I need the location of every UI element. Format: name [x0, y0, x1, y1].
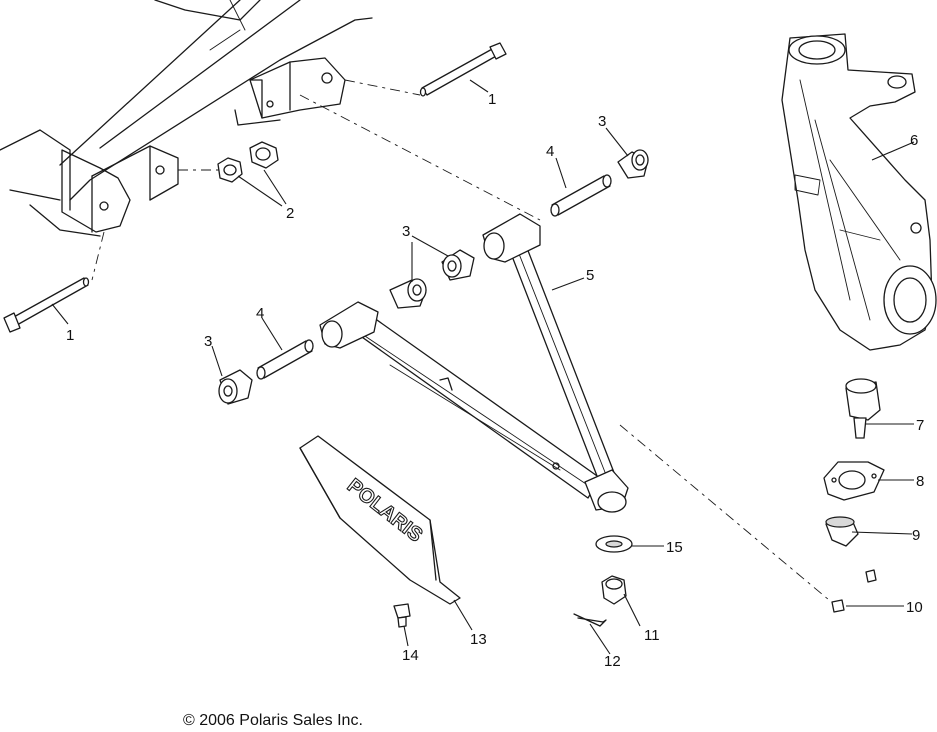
callout-9: 9: [912, 527, 920, 544]
callout-13: 13: [470, 631, 487, 648]
steering-knuckle: [781, 33, 937, 351]
callout-6: 6: [910, 132, 918, 149]
callout-5: 5: [586, 267, 594, 284]
flange-nuts: [217, 141, 279, 183]
bushing-lower-left: [218, 369, 253, 405]
castle-nut: [601, 575, 627, 605]
callout-7: 7: [916, 417, 924, 434]
callout-15: 15: [666, 539, 683, 556]
cotter-pin: [573, 613, 607, 627]
bushing-mid-left: [389, 278, 427, 309]
pivot-bolt-upper: [419, 42, 507, 97]
callout-11: 11: [644, 627, 660, 644]
leader-lines: [51, 79, 915, 655]
screws: [831, 569, 877, 613]
frame-section: [0, 0, 373, 237]
callout-12: 12: [604, 653, 621, 670]
callout-3-mid: 3: [402, 223, 410, 240]
bushing-upper-right: [617, 149, 649, 179]
callout-4-lower: 4: [256, 305, 264, 322]
guard-bolt: [393, 603, 411, 628]
a-arm: [319, 213, 629, 513]
a-arm-guard: POLARIS: [299, 435, 461, 605]
bushing-mid-right: [441, 249, 475, 281]
callout-10: 10: [906, 599, 923, 616]
thrust-washer: [595, 535, 633, 553]
pivot-bolt-lower: [3, 277, 90, 333]
callout-2: 2: [286, 205, 294, 222]
callout-8: 8: [916, 473, 924, 490]
retainer-plate: [823, 461, 885, 501]
ball-joint: [845, 378, 881, 439]
callout-1-lower: 1: [66, 327, 74, 344]
callout-3-upper-right: 3: [598, 113, 606, 130]
callout-labels: 1 1 2 3 3 3 4 4 5 6 7 8 9 10 11 12 13 14…: [66, 91, 924, 670]
copyright-notice: © 2006 Polaris Sales Inc.: [183, 712, 363, 729]
callout-1-upper: 1: [488, 91, 496, 108]
callout-3-lower-left: 3: [204, 333, 212, 350]
dust-cap: [825, 516, 859, 547]
alignment-lines: [91, 79, 836, 606]
pivot-sleeve-lower: [256, 339, 314, 380]
pivot-sleeve-upper: [550, 174, 612, 217]
callout-14: 14: [402, 647, 419, 664]
callout-4-upper: 4: [546, 143, 554, 160]
